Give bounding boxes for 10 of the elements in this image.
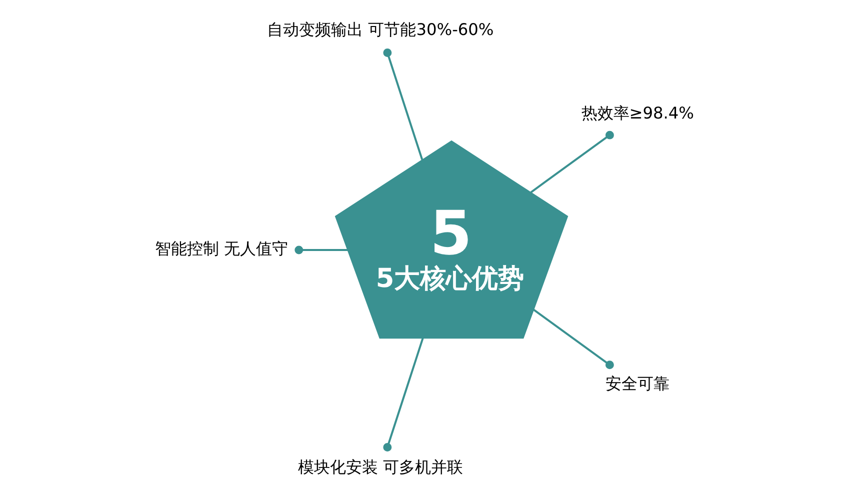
connector — [383, 48, 424, 160]
connector — [533, 308, 614, 369]
connector — [530, 130, 614, 193]
node-text: 模块化安装 可多机并联 — [298, 457, 463, 476]
connector — [383, 338, 424, 452]
node-text: 智能控制 无人值守 — [154, 238, 288, 258]
node-text: 安全可靠 — [606, 374, 670, 393]
node-text: 热效率≥98.4% — [581, 103, 694, 122]
node-text: 自动变频输出 可节能30%-60% — [267, 20, 494, 39]
connector — [294, 245, 348, 254]
